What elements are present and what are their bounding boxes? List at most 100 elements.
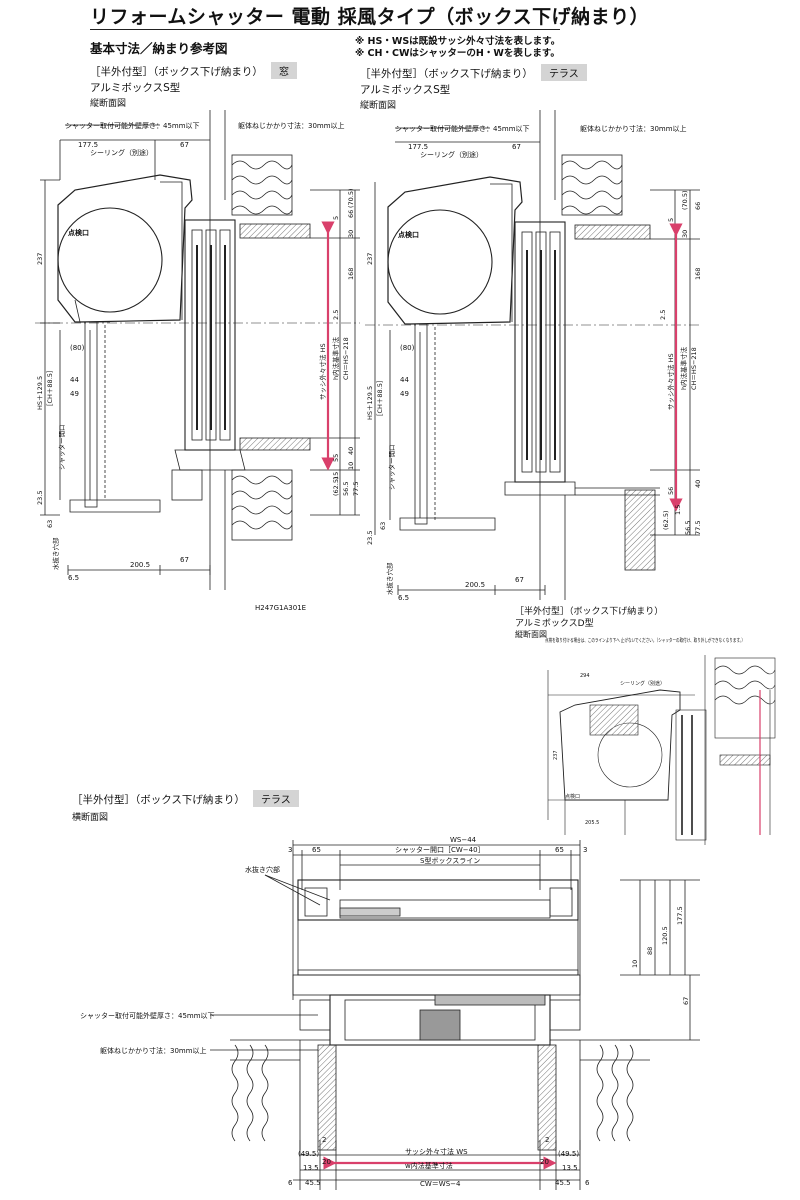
right-d67b: 67 <box>515 576 524 584</box>
bottom-d495-left: (49.5) <box>298 1150 319 1158</box>
left-d65: 6.5 <box>68 574 79 582</box>
right-d168: 168 <box>694 268 702 280</box>
right-inspection-label: 点検口 <box>398 230 419 239</box>
bottom-d1205: 120.5 <box>661 926 669 945</box>
right-d565: 56.5 <box>684 521 692 535</box>
right-type-label: ［半外付型］（ボックス下げ納まり）テラス <box>360 64 587 81</box>
left-d168: 168 <box>347 268 355 280</box>
right-tag: テラス <box>540 64 587 81</box>
left-view-label: 縦断面図 <box>90 99 127 109</box>
inset-sealing: シーリング（別途） <box>620 680 665 687</box>
bottom-d135-left: 13.5 <box>303 1164 319 1172</box>
inset-type-label: ［半外付型］（ボックス下げ納まり） <box>515 607 664 617</box>
inset-d205: 205.5 <box>585 820 599 826</box>
title-rule <box>90 29 560 30</box>
right-sash-hs: サッシ外々寸法 HS <box>666 353 675 410</box>
right-section-drawing <box>365 110 700 600</box>
right-d15: 1.5 <box>674 505 682 515</box>
left-d44: 44 <box>70 376 79 384</box>
left-sash-hs: サッシ外々寸法 HS <box>318 343 327 400</box>
left-d15: 15 <box>332 472 340 480</box>
bottom-d6-left: 6 <box>288 1179 293 1187</box>
bottom-d67: 67 <box>682 997 690 1005</box>
left-d80: (80) <box>70 344 85 352</box>
left-d66: 66 <box>347 210 355 218</box>
bottom-d65-right: 65 <box>555 846 564 854</box>
right-d237: 237 <box>366 253 374 265</box>
inset-d294: 294 <box>580 673 590 679</box>
right-opening: シャッター開口 <box>387 445 396 491</box>
right-d235: 23.5 <box>366 531 374 545</box>
left-d40: 40 <box>347 447 355 455</box>
bottom-sash-ws: サッシ外々寸法 WS <box>405 1147 468 1156</box>
right-d65: 6.5 <box>398 594 409 602</box>
left-ch-plus: ［CH＋88.5］ <box>46 367 54 410</box>
left-d235: 23.5 <box>36 491 44 505</box>
right-d25: 2.5 <box>659 310 667 320</box>
bottom-d135-right: 13.5 <box>562 1164 578 1172</box>
left-type-text: ［半外付型］（ボックス下げ納まり） <box>90 66 263 78</box>
bottom-d3-right: 3 <box>583 846 587 854</box>
right-d56: 56 <box>667 487 675 495</box>
bottom-cw-eq: CW＝WS−4 <box>420 1180 461 1188</box>
right-d80: (80) <box>400 344 415 352</box>
note-hs-ws: ※ HS・WSは既設サッシ外々寸法を表します。 <box>355 36 561 47</box>
inset-note: 点検を取り付ける場合は、このラインより下へ 止げないでください。（シャッターの取… <box>545 637 745 644</box>
left-d25: 2.5 <box>332 310 340 320</box>
right-box-label: アルミボックスS型 <box>360 84 451 96</box>
right-d1775: 177.5 <box>408 143 428 151</box>
bottom-drain: 水抜き穴部 <box>245 865 280 874</box>
right-d30: 30 <box>681 230 689 238</box>
right-d40: 40 <box>694 480 702 488</box>
bottom-opening-cw: シャッター開口［CW−40］ <box>395 845 485 854</box>
bottom-section-drawing <box>210 840 700 1190</box>
left-opening: シャッター開口 <box>57 425 66 471</box>
bottom-d20-right: 20 <box>540 1158 549 1166</box>
right-ch-eq: CH＝HS−218 <box>690 347 698 390</box>
bottom-type-text: ［半外付型］（ボックス下げ納まり） <box>72 794 245 806</box>
bottom-d10: 10 <box>631 960 639 968</box>
right-inner: h内法基準寸法 <box>679 346 688 390</box>
inset-inspection: 点検口 <box>565 793 580 800</box>
left-d49: 49 <box>70 390 79 398</box>
left-d10: 10 <box>347 462 355 470</box>
bottom-w-inner: w内法基準寸法 <box>405 1161 453 1170</box>
left-d55: 55 <box>332 454 340 462</box>
right-drain: 水抜き穴部 <box>385 562 394 595</box>
right-d5: 5 <box>667 218 675 222</box>
right-view-label: 縦断面図 <box>360 101 397 111</box>
bottom-d1775: 177.5 <box>676 906 684 925</box>
bottom-d3-left: 3 <box>288 846 292 854</box>
left-d2005: 200.5 <box>130 561 150 569</box>
bottom-view-label: 横断面図 <box>72 813 109 823</box>
inset-d237: 237 <box>553 750 559 760</box>
left-d775: 77.5 <box>352 482 360 496</box>
left-section-drawing <box>35 110 360 590</box>
right-callout-screw: 躯体ねじかかり寸法：30mm以上 <box>580 124 687 133</box>
left-sealing-label: シーリング（別途） <box>90 148 153 157</box>
left-d5: 5 <box>332 216 340 220</box>
page-title: リフォームシャッター 電動 採風タイプ（ボックス下げ納まり） <box>90 6 650 28</box>
left-hs-plus: HS＋129.5 <box>36 376 44 410</box>
bottom-ws44: WS−44 <box>450 836 477 844</box>
bottom-d2-right: 2 <box>545 1136 549 1144</box>
right-d705: (70.5) <box>681 190 689 210</box>
bottom-d6-right: 6 <box>585 1179 590 1187</box>
right-d625: (62.5) <box>662 510 670 530</box>
right-hs-plus: HS＋129.5 <box>366 386 374 420</box>
right-d67: 67 <box>512 143 521 151</box>
bottom-tag: テラス <box>252 790 299 807</box>
inset-drawing <box>547 655 776 845</box>
left-d63: 63 <box>46 520 54 528</box>
right-d775: 77.5 <box>694 521 702 535</box>
section-subtitle: 基本寸法／納まり参考図 <box>90 41 228 56</box>
left-d625: (62.5) <box>332 476 340 496</box>
left-d237: 237 <box>36 253 44 265</box>
bottom-d495-right: (49.5) <box>558 1150 579 1158</box>
right-d66: 66 <box>694 202 702 210</box>
left-tag: 窓 <box>270 62 297 79</box>
bottom-d455-right: 45.5 <box>555 1179 571 1187</box>
right-d63: 63 <box>379 522 387 530</box>
bottom-box-line: S型ボックスライン <box>420 856 480 865</box>
